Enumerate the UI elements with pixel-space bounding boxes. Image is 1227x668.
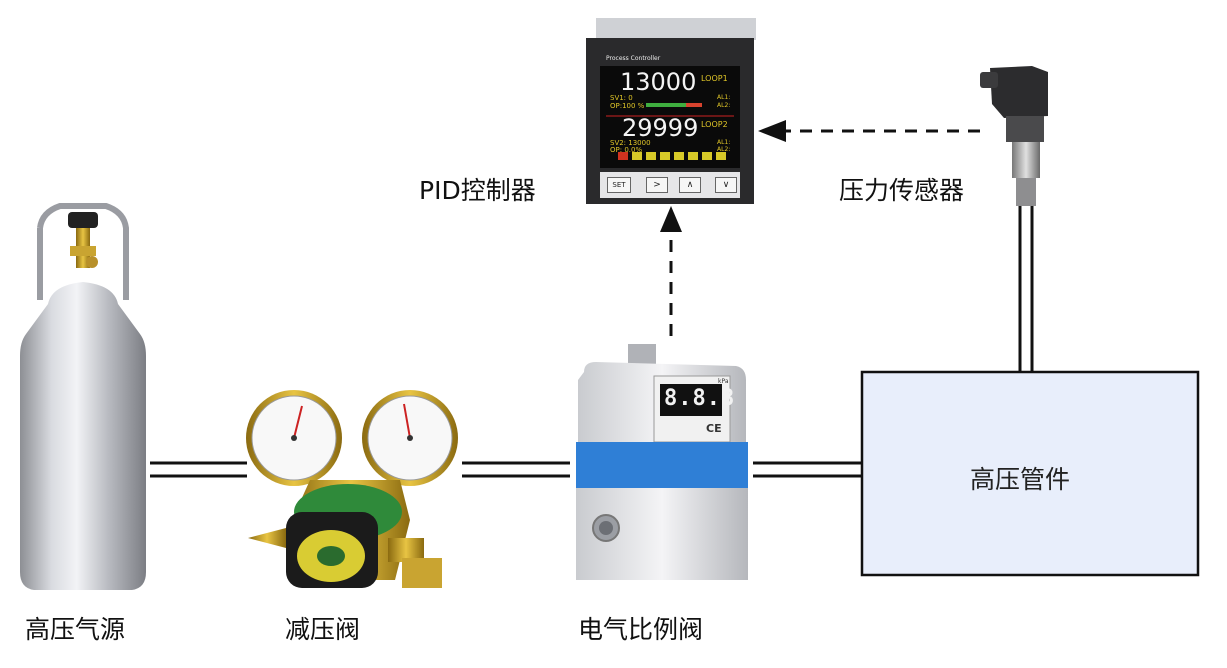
controller-down-button: ∨ [715, 177, 737, 193]
label-reducer-valve: 减压阀 [285, 615, 361, 644]
pressure-sensor-icon [980, 66, 1048, 206]
controller-brand: Process Controller [606, 55, 661, 62]
controller-set-button: SET [607, 177, 631, 193]
pipe-sensor-to-fitting [1018, 206, 1034, 372]
pipe-source-to-reducer [150, 461, 247, 478]
controller-loop1-tag: LOOP1 [701, 74, 728, 83]
signal-valve-to-controller [660, 206, 682, 336]
label-pipe-fitting: 高压管件 [970, 465, 1071, 494]
controller-loop2-op: OP: 0.0% [610, 146, 643, 154]
proportional-valve-icon [576, 344, 748, 580]
pipe-valve-to-fitting [753, 461, 862, 478]
controller-right-button: > [646, 177, 668, 193]
label-proportional-valve: 电气比例阀 [578, 615, 704, 644]
controller-loop1-op: OP:100 % [610, 102, 645, 110]
valve-display-digits: 8.8.8 [664, 386, 736, 411]
controller-loop2-pv: 29999 [622, 114, 699, 142]
controller-loop2-al2: AL2: [717, 146, 731, 153]
controller-loop1-al1: AL1: [717, 94, 731, 101]
pipe-reducer-to-valve [462, 461, 570, 478]
controller-loop2-sv: SV2: 13000 [610, 139, 651, 147]
controller-loop1-sv: SV1: 0 [610, 94, 633, 102]
signal-sensor-to-controller [758, 120, 980, 142]
label-pid-controller: PID控制器 [419, 176, 536, 205]
controller-up-button: ∧ [679, 177, 701, 193]
label-pressure-sensor: 压力传感器 [839, 176, 965, 205]
gas-cylinder-icon [20, 203, 146, 590]
controller-loop1-al2: AL2: [717, 102, 731, 109]
pid-controller-icon [586, 18, 756, 204]
pressure-reducer-icon [246, 390, 458, 588]
controller-loop2-tag: LOOP2 [701, 120, 728, 129]
valve-display-unit: kPa [718, 378, 729, 385]
valve-ce-mark: CE [706, 422, 722, 435]
controller-loop1-pv: 13000 [620, 68, 697, 96]
pipe-fitting-box [860, 370, 1200, 577]
label-gas-source: 高压气源 [25, 615, 126, 644]
controller-loop2-al1: AL1: [717, 139, 731, 146]
